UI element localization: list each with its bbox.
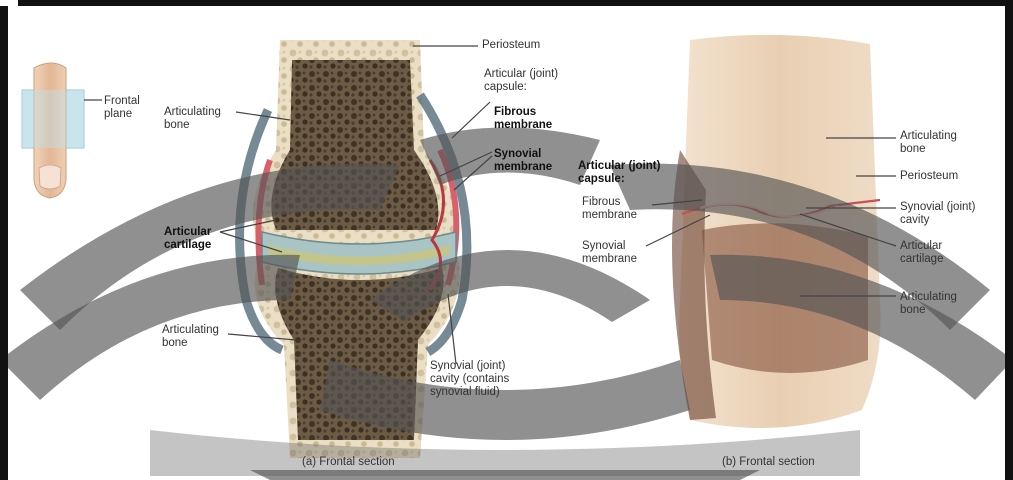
label-a-periosteum: Periosteum (482, 39, 540, 52)
label-b-periosteum: Periosteum (900, 170, 958, 183)
label-b-capsule: Articular (joint)capsule: (578, 160, 660, 186)
label-a-capsule: Articular (joint)capsule: (484, 68, 558, 94)
label-b-cavity: Synovial (joint)cavity (900, 201, 975, 227)
caption-b: (b) Frontal section (722, 456, 815, 468)
caption-a: (a) Frontal section (302, 456, 395, 468)
